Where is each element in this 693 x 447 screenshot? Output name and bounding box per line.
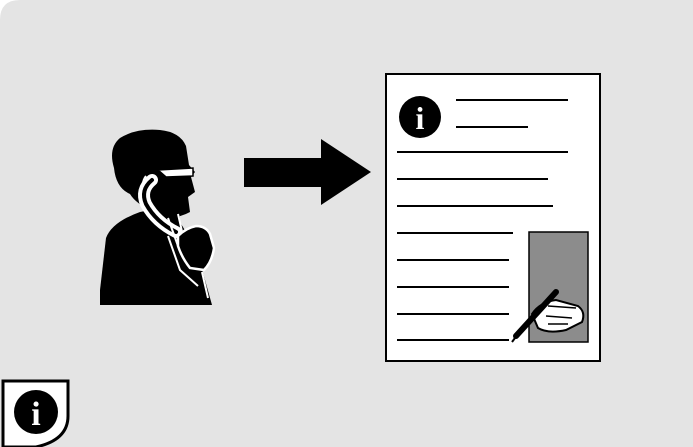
information-document-icon: i xyxy=(386,74,600,361)
info-icon-glyph: i xyxy=(416,100,425,136)
info-shield-icon: i xyxy=(3,381,68,447)
info-icon: i xyxy=(399,96,441,138)
info-shield-glyph: i xyxy=(31,396,40,433)
